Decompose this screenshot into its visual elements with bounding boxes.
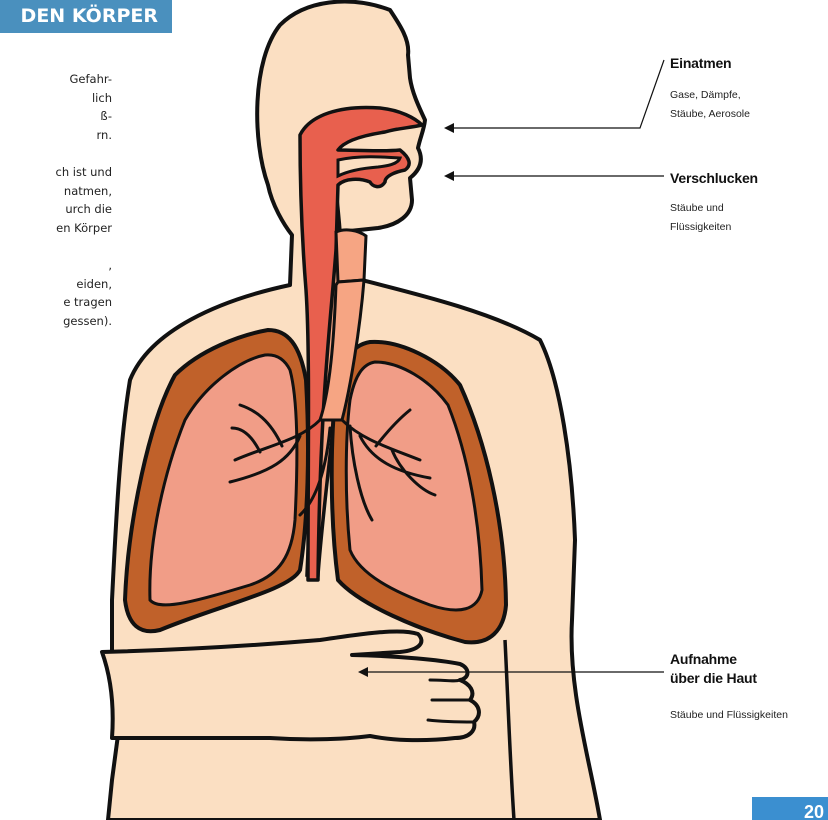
- skin-title: Aufnahme über die Haut: [670, 650, 757, 688]
- inhale-description: Gase, Dämpfe, Stäube, Aerosole: [670, 86, 750, 124]
- inhale-title: Einatmen: [670, 55, 731, 71]
- swallow-arrowhead: [444, 171, 454, 181]
- skin-description: Stäube und Flüssigkeiten: [670, 706, 788, 725]
- swallow-title: Verschlucken: [670, 170, 758, 186]
- inhale-line: Gase, Dämpfe,: [670, 86, 750, 105]
- skin-line: Stäube und Flüssigkeiten: [670, 706, 788, 725]
- swallow-line: Stäube und: [670, 199, 731, 218]
- skin-title-line: Aufnahme: [670, 650, 757, 669]
- skin-title-line: über die Haut: [670, 669, 757, 688]
- larynx: [336, 230, 366, 282]
- inhale-pointer-line: [446, 60, 664, 128]
- swallow-line: Flüssigkeiten: [670, 218, 731, 237]
- page-number: 20: [752, 797, 828, 820]
- inhale-arrowhead: [444, 123, 454, 133]
- swallow-description: Stäube und Flüssigkeiten: [670, 199, 731, 237]
- inhale-line: Stäube, Aerosole: [670, 105, 750, 124]
